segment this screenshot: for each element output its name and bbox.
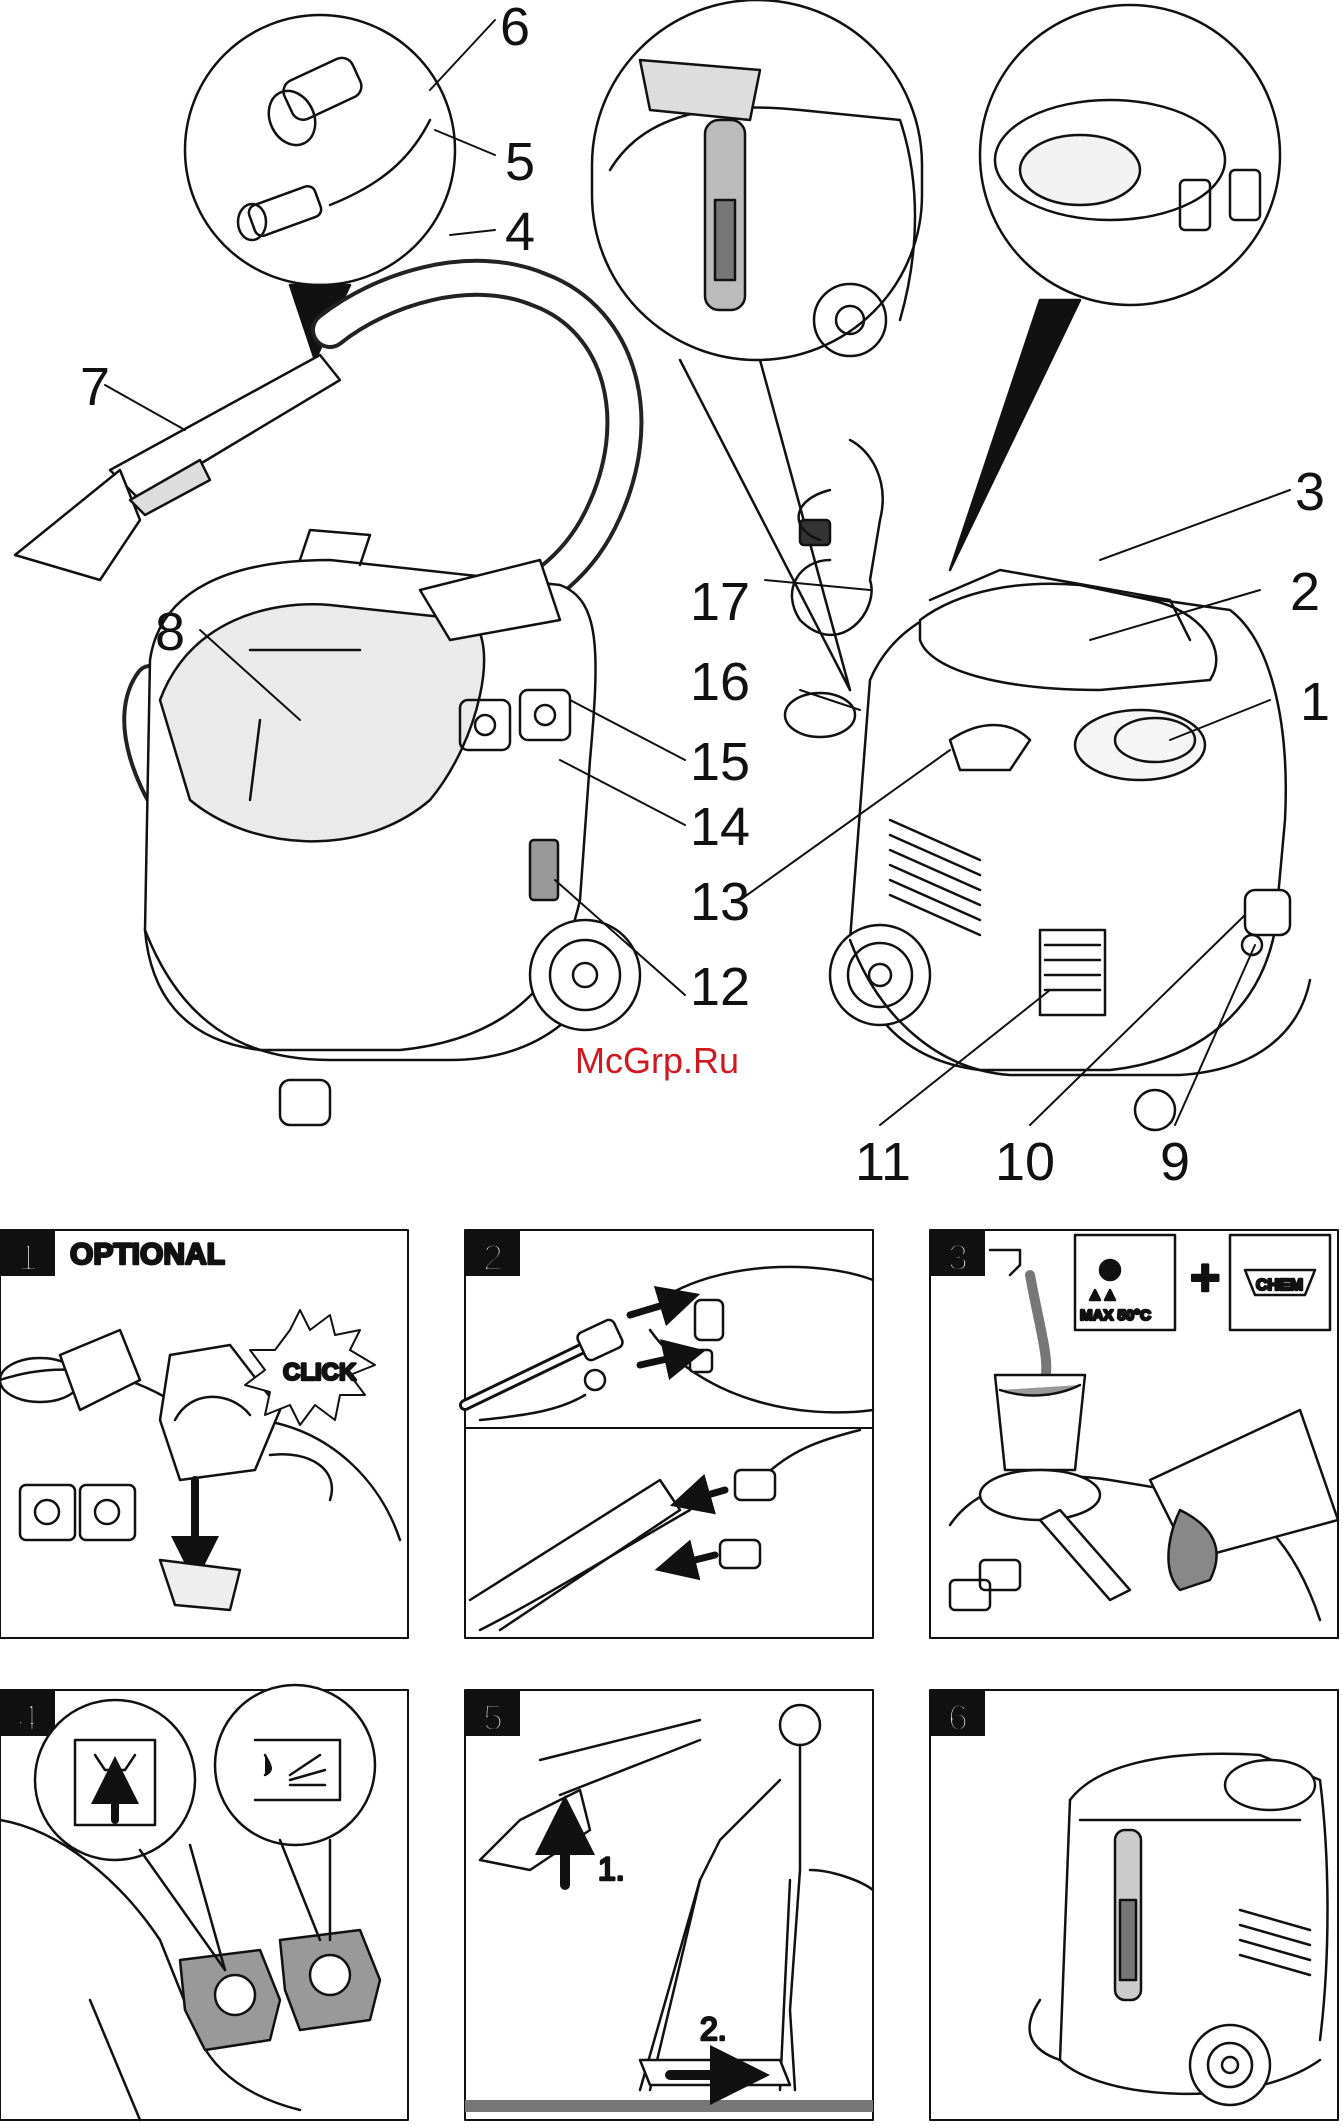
part-label: 6 — [500, 0, 530, 54]
machine-left-body — [145, 530, 640, 1125]
step-panel-4 — [0, 1685, 408, 2120]
part-label: 5 — [505, 135, 535, 189]
hose-coupling-detail — [185, 15, 455, 360]
part-label: 14 — [690, 800, 750, 854]
panel-number: 1 — [18, 1237, 38, 1278]
step-panel-6 — [930, 1690, 1338, 2120]
step-panels: 1 OPTIONAL CLICK 2 — [0, 1180, 1343, 2127]
watermark: McGrp.Ru — [575, 1040, 739, 1082]
step-1-label: 1. — [598, 1851, 625, 1887]
part-label: 12 — [690, 960, 750, 1014]
step-panel-1 — [0, 1230, 408, 1638]
part-label: 1 — [1300, 675, 1330, 729]
part-label: 4 — [505, 205, 535, 259]
part-label: 16 — [690, 655, 750, 709]
panel-number: 4 — [18, 1697, 38, 1738]
click-callout: CLICK — [283, 1359, 357, 1386]
panel-number: 3 — [948, 1237, 968, 1278]
step-panel-2 — [465, 1230, 873, 1638]
spray-extraction-tool — [15, 355, 340, 580]
part-label: 3 — [1295, 465, 1325, 519]
step-2-label: 2. — [700, 2011, 727, 2047]
part-label: 17 — [690, 575, 750, 629]
cable-hook-detail-circle — [950, 5, 1280, 570]
optional-caption: OPTIONAL — [70, 1238, 225, 1271]
machine-right-body — [785, 440, 1310, 1130]
panel-number: 2 — [483, 1237, 503, 1278]
panel-number: 5 — [483, 1697, 503, 1738]
panel-number: 6 — [948, 1697, 968, 1738]
chem-label: CHEM — [1256, 1277, 1303, 1294]
part-label: 7 — [80, 360, 110, 414]
part-label: 15 — [690, 735, 750, 789]
part-label: 2 — [1290, 565, 1320, 619]
max-temperature-label: MAX 50°C — [1080, 1307, 1151, 1324]
step-panel-5 — [465, 1690, 873, 2120]
part-label: 13 — [690, 875, 750, 929]
overview-illustration — [0, 0, 1343, 1180]
plus-sign: + — [1190, 1249, 1220, 1307]
part-label: 8 — [155, 605, 185, 659]
